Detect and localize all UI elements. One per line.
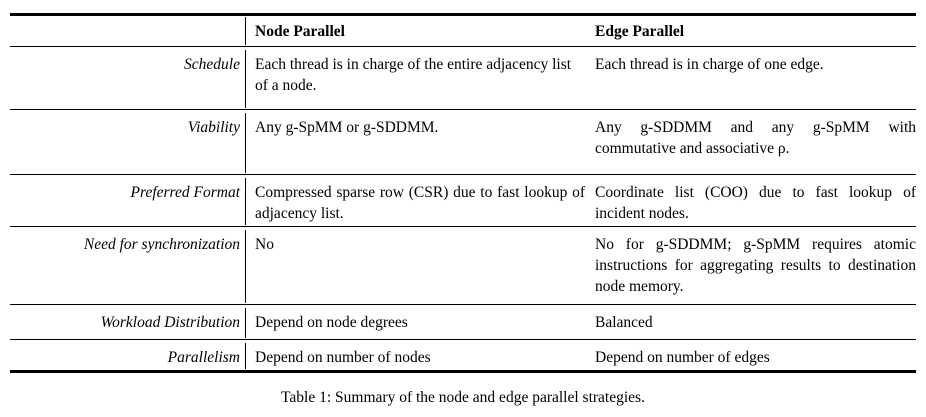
column-header-edge-parallel: Edge Parallel (595, 23, 685, 40)
column-divider-row-4 (245, 230, 246, 303)
cell-viability-node-parallel: Any g-SpMM or g-SDDMM. (255, 119, 439, 136)
row-label-viability: Viability (187, 119, 240, 136)
cell-need-for-synchronization-node-parallel: No (255, 236, 274, 253)
table-bottom-rule (10, 370, 916, 373)
cell-workload-distribution-edge-parallel: Balanced (595, 314, 653, 331)
table-row-rule-3 (10, 226, 916, 227)
cell-schedule-edge-parallel: Each thread is in charge of one edge. (595, 56, 824, 73)
table-row-rule-4 (10, 304, 916, 305)
table-header-rule (10, 46, 916, 47)
cell-need-for-synchronization-edge-parallel: No for g-SDDMM; g-SpMM requires atomic i… (595, 236, 916, 295)
column-divider-row-3 (245, 178, 246, 225)
row-label-preferred-format: Preferred Format (130, 184, 240, 201)
table-row-rule-2 (10, 174, 916, 175)
table-row-rule-1 (10, 109, 916, 110)
column-divider-row-2 (245, 113, 246, 173)
column-divider-row-6 (245, 343, 246, 369)
row-label-workload-distribution: Workload Distribution (100, 314, 240, 331)
table-top-rule (10, 13, 916, 16)
cell-parallelism-node-parallel: Depend on number of nodes (255, 349, 431, 366)
table-caption: Table 1: Summary of the node and edge pa… (281, 389, 645, 406)
column-divider-header (245, 17, 246, 45)
column-header-node-parallel: Node Parallel (255, 23, 345, 40)
cell-workload-distribution-node-parallel: Depend on node degrees (255, 314, 408, 331)
cell-preferred-format-edge-parallel: Coordinate list (COO) due to fast lookup… (595, 184, 916, 222)
row-label-need-for-synchronization: Need for synchronization (83, 236, 240, 253)
row-label-schedule: Schedule (184, 56, 240, 73)
row-label-parallelism: Parallelism (167, 349, 240, 366)
column-divider-row-1 (245, 50, 246, 108)
cell-schedule-node-parallel: Each thread is in charge of the entire a… (255, 56, 572, 94)
table-row-rule-5 (10, 339, 916, 340)
column-divider-row-5 (245, 308, 246, 338)
cell-preferred-format-node-parallel: Compressed sparse row (CSR) due to fast … (255, 184, 585, 222)
cell-parallelism-edge-parallel: Depend on number of edges (595, 349, 770, 366)
cell-viability-edge-parallel: Any g-SDDMM and any g-SpMM with commutat… (595, 119, 916, 157)
